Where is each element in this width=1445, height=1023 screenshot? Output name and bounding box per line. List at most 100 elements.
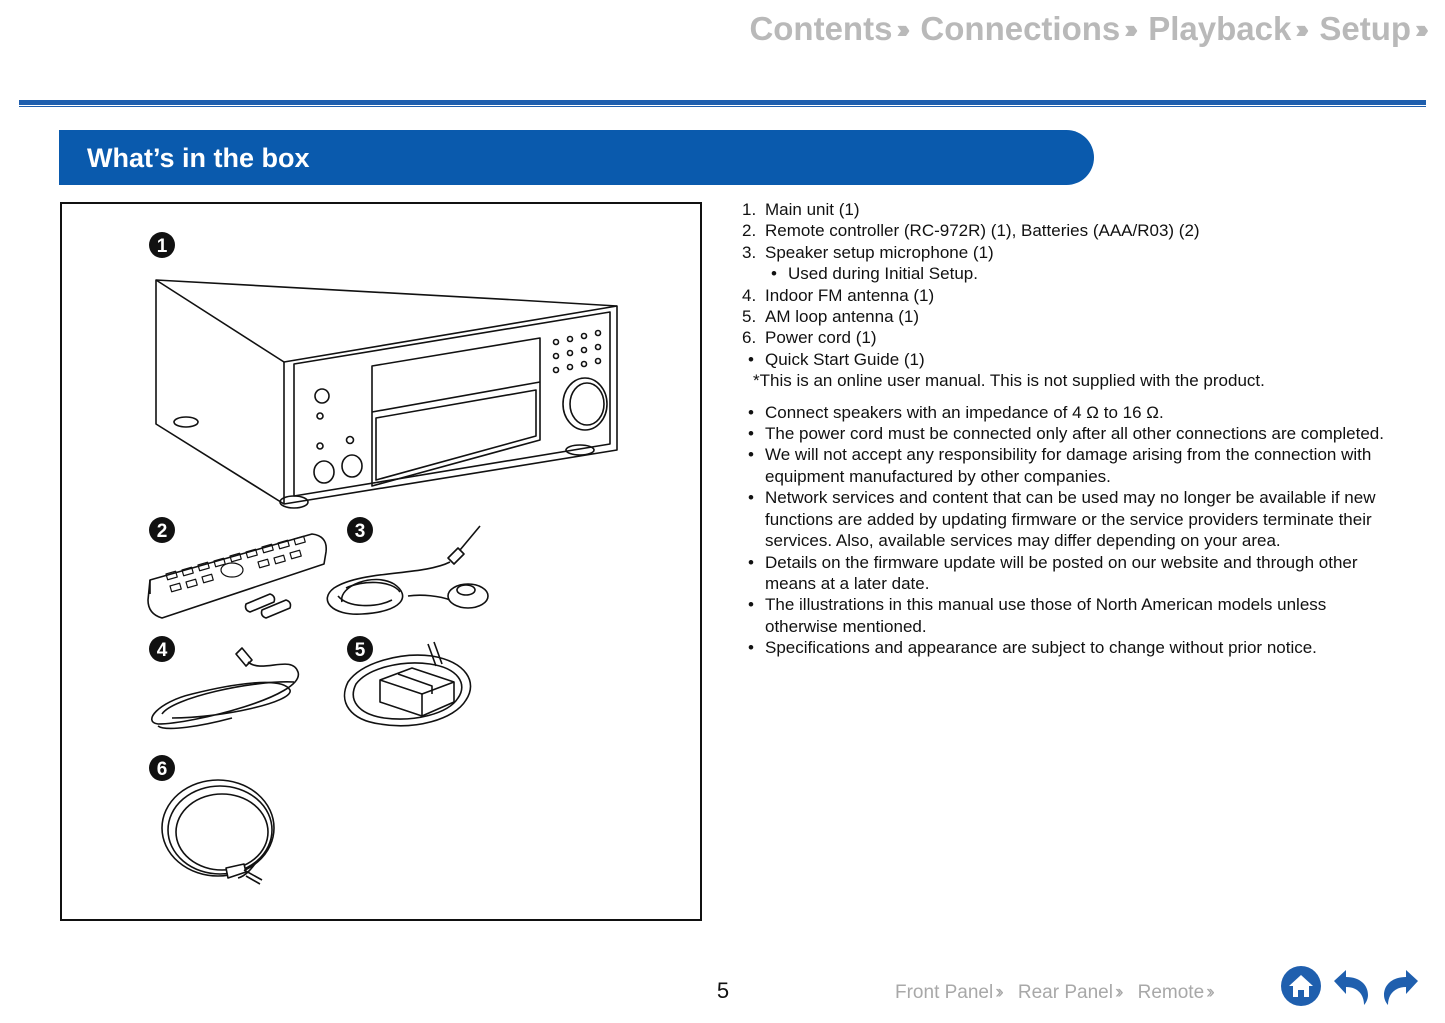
callout-6-badge <box>149 755 175 781</box>
callout-2-label: 2 <box>157 521 168 542</box>
rear-panel-link[interactable]: Rear Panel›› <box>1017 982 1123 1004</box>
note-text: Specifications and appearance are subjec… <box>765 638 1317 658</box>
note-text: Network services and content that can be… <box>765 488 1376 551</box>
list-marker: 5. <box>742 307 757 327</box>
online-manual-note: *This is an online user manual. This is … <box>753 371 1265 391</box>
list-item: 1. Main unit (1) <box>740 199 1400 220</box>
callout-5-badge <box>347 636 373 662</box>
note-item: • We will not accept any responsibility f… <box>740 444 1400 487</box>
remote-label: Remote <box>1137 982 1205 1003</box>
chevron-right-icon: ››› <box>896 13 910 44</box>
callout-2-badge <box>149 517 175 543</box>
list-marker: 3. <box>742 242 757 262</box>
fm-antenna-drawing <box>151 647 299 730</box>
list-item-text: Indoor FM antenna (1) <box>765 285 935 305</box>
main-unit-drawing <box>155 279 618 509</box>
remote-link[interactable]: Remote›› <box>1137 982 1215 1004</box>
bullet-icon: • <box>748 402 754 422</box>
callout-1-badge <box>149 232 175 258</box>
note-text: The illustrations in this manual use tho… <box>765 595 1327 636</box>
list-marker: 4. <box>742 285 757 305</box>
nav-playback-label: Playback <box>1148 10 1292 47</box>
contents-illustration-drawing: 1 2 3 4 5 6 <box>147 232 618 885</box>
bullet-icon: • <box>748 488 754 508</box>
list-subitem: • Used during Initial Setup. <box>740 263 1400 284</box>
back-arrow-icon[interactable] <box>1330 965 1372 1007</box>
list-marker: • <box>748 349 754 369</box>
list-item: 4. Indoor FM antenna (1) <box>740 285 1400 306</box>
bullet-icon: • <box>748 424 754 444</box>
note-text: We will not accept any responsibility fo… <box>765 445 1372 486</box>
contents-list: 1. Main unit (1) 2. Remote controller (RC-… <box>740 199 1400 370</box>
list-item-text: Power cord (1) <box>765 328 877 348</box>
power-cord-drawing <box>161 779 275 885</box>
list-item: 5. AM loop antenna (1) <box>740 306 1400 327</box>
list-marker: 1. <box>742 200 757 219</box>
list-item: • Quick Start Guide (1) <box>740 349 1400 370</box>
list-item-text: Main unit (1) <box>765 200 860 219</box>
nav-contents-link[interactable]: Contents››› <box>749 10 910 48</box>
bullet-icon: • <box>748 638 754 658</box>
microphone-drawing <box>326 525 489 615</box>
list-item-text: Used during Initial Setup. <box>788 264 978 284</box>
nav-contents-label: Contents <box>749 10 893 47</box>
bullet-icon: • <box>748 552 754 572</box>
footer-navigation: Front Panel›› Rear Panel›› Remote›› <box>895 982 1215 1004</box>
callout-4-badge <box>149 636 175 662</box>
chevron-right-icon: ›› <box>995 982 1003 1003</box>
list-item-text: AM loop antenna (1) <box>765 307 920 327</box>
bullet-icon: • <box>748 445 754 465</box>
chevron-right-icon: ›› <box>1114 982 1123 1003</box>
contents-illustration: 1 2 3 4 5 6 <box>60 202 702 921</box>
notes-list: • Connect speakers with an impedance of 4… <box>740 402 1400 659</box>
list-item-text: Speaker setup microphone (1) <box>765 242 994 262</box>
note-item: • The power cord must be connected only a… <box>740 423 1400 444</box>
chevron-right-icon: ››› <box>1295 13 1309 44</box>
chevron-right-icon: ››› <box>1124 13 1138 44</box>
top-navigation: Contents››› Connections››› Playback››› S… <box>749 10 1429 48</box>
callout-3-badge <box>347 517 373 543</box>
list-item-text: Remote controller (RC-972R) (1), Batteri… <box>765 221 1200 241</box>
header-divider-thin <box>19 106 1426 107</box>
note-item: • Connect speakers with an impedance of 4… <box>740 402 1400 423</box>
spacer <box>740 392 1400 402</box>
remote-controller-drawing <box>147 533 328 619</box>
callout-6-label: 6 <box>157 759 168 780</box>
nav-setup-label: Setup <box>1319 10 1412 47</box>
note-text: Details on the firmware update will be p… <box>765 552 1358 593</box>
note-item: • The illustrations in this manual use th… <box>740 594 1400 637</box>
front-panel-link[interactable]: Front Panel›› <box>895 982 1004 1004</box>
callout-4-label: 4 <box>157 640 168 661</box>
nav-connections-link[interactable]: Connections››› <box>920 10 1138 48</box>
bullet-icon: • <box>748 595 754 615</box>
box-contents-text: 1. Main unit (1) 2. Remote controller (RC-… <box>740 199 1400 659</box>
am-loop-antenna-drawing <box>343 641 472 727</box>
chevron-right-icon: ›› <box>1206 982 1214 1003</box>
note-text: The power cord must be connected only af… <box>765 424 1384 444</box>
list-item: 3. Speaker setup microphone (1) <box>740 242 1400 263</box>
rear-panel-label: Rear Panel <box>1017 982 1113 1003</box>
note-item: • Network services and content that can b… <box>740 487 1400 551</box>
front-panel-label: Front Panel <box>895 982 994 1003</box>
nav-connections-label: Connections <box>920 10 1121 47</box>
home-icon[interactable] <box>1280 965 1322 1007</box>
list-marker: 2. <box>742 221 757 241</box>
forward-arrow-icon[interactable] <box>1380 965 1422 1007</box>
nav-setup-link[interactable]: Setup››› <box>1319 10 1429 48</box>
page-number: 5 <box>716 978 730 1003</box>
list-marker: • <box>771 264 777 284</box>
note-text: Connect speakers with an impedance of 4 … <box>765 402 1164 422</box>
nav-playback-link[interactable]: Playback››› <box>1148 10 1309 48</box>
section-title: What’s in the box <box>59 130 1094 185</box>
list-item-text: Quick Start Guide (1) <box>765 349 925 369</box>
figure-callouts: 1 2 3 4 5 6 <box>149 232 373 781</box>
list-item: 2. Remote controller (RC-972R) (1), Batte… <box>740 220 1400 241</box>
footer-icons <box>1280 965 1422 1007</box>
list-marker: 6. <box>742 328 757 348</box>
chevron-right-icon: ››› <box>1415 13 1429 44</box>
header-divider <box>19 100 1426 105</box>
callout-5-label: 5 <box>355 640 366 661</box>
note-item: • Details on the firmware update will be … <box>740 552 1400 595</box>
list-item: 6. Power cord (1) <box>740 327 1400 348</box>
note-item: • Specifications and appearance are subje… <box>740 637 1400 658</box>
